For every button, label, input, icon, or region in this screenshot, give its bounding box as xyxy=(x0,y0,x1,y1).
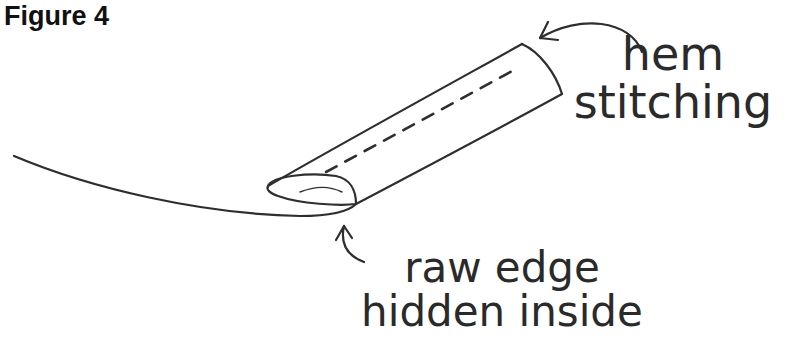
figure-title: Figure 4 xyxy=(4,2,109,30)
hem-bottom-edge xyxy=(356,94,562,204)
callout-label: raw edge hidden inside xyxy=(352,246,652,334)
hem-far-end xyxy=(522,44,562,94)
hem-fold-opening xyxy=(267,174,356,204)
leader-arrow xyxy=(343,226,364,262)
callout-label: hem stitching xyxy=(548,30,798,127)
hem-top-edge xyxy=(268,44,522,186)
hem-stitching-line xyxy=(326,70,514,172)
arrow-head xyxy=(336,226,352,240)
raw-edge-inside xyxy=(300,188,342,193)
arrow-head xyxy=(540,22,558,40)
